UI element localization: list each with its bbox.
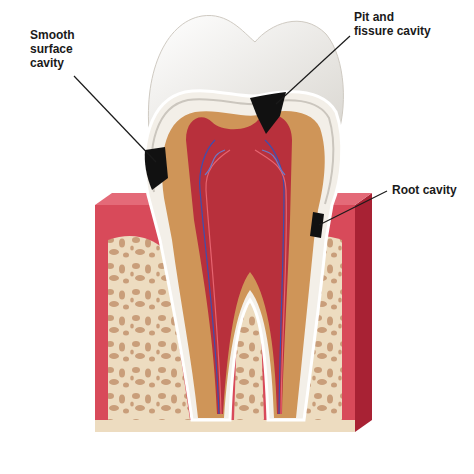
vessels xyxy=(200,140,287,414)
root-cavity xyxy=(310,212,324,238)
leader-lines xyxy=(74,36,387,225)
pulp xyxy=(186,114,292,414)
enamel xyxy=(145,91,342,420)
callout-label: Pit and fissure cavity xyxy=(354,10,436,38)
pit-fissure-cavity xyxy=(250,92,286,134)
callout-label: Root cavity xyxy=(392,183,457,197)
gum-side xyxy=(355,193,372,432)
callout-label: Smooth surface cavity xyxy=(30,28,92,70)
dentin xyxy=(162,111,325,418)
block-base xyxy=(95,420,355,432)
